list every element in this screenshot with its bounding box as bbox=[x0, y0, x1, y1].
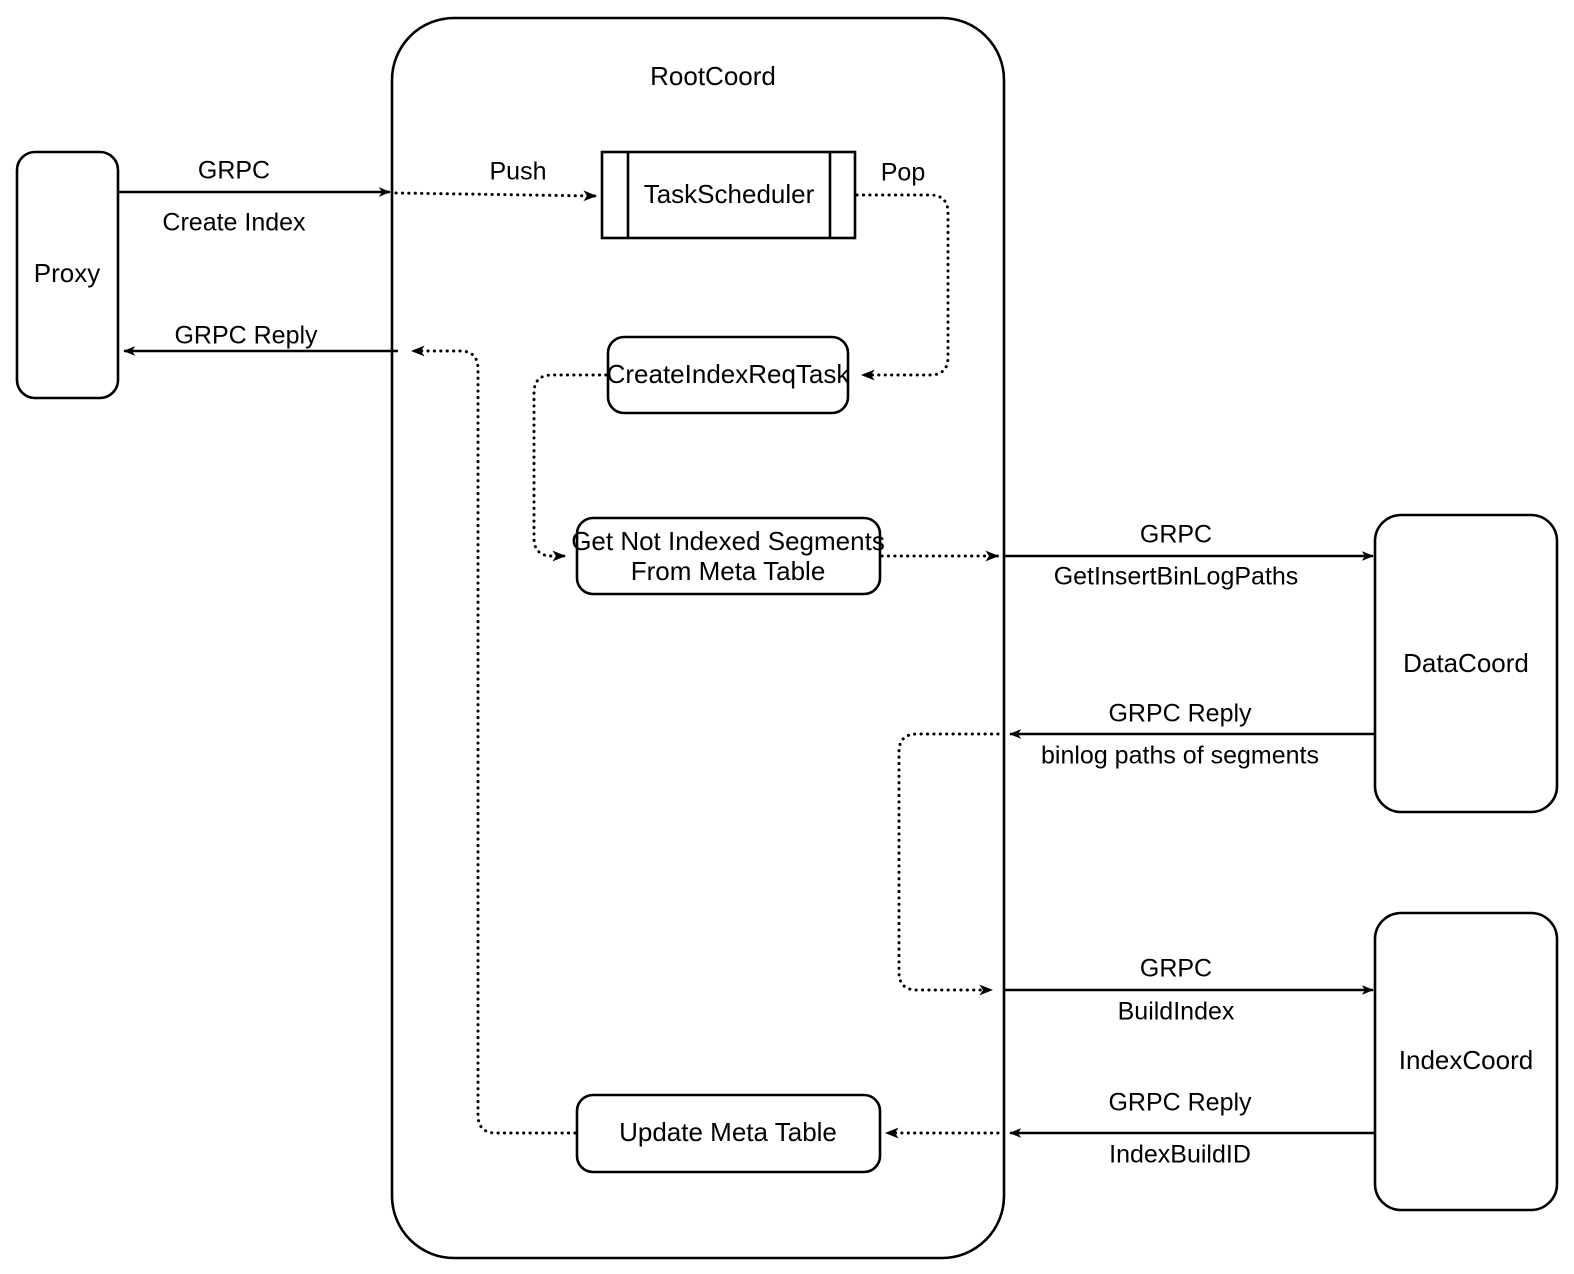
node-update-meta-table[interactable] bbox=[575, 1093, 882, 1174]
edge-update-meta-table-to-grpc-reply bbox=[410, 345, 577, 1135]
node-proxy[interactable] bbox=[15, 150, 120, 400]
edge-pop-label: Pop bbox=[881, 159, 925, 187]
edge-pop-to-create-index-req-task bbox=[855, 193, 950, 381]
edge-datacoord-to-rootcoord-label-bottom: binlog paths of segments bbox=[1041, 742, 1319, 770]
rootcoord-title: RootCoord bbox=[650, 61, 776, 91]
node-get-not-indexed-segments[interactable] bbox=[575, 516, 882, 596]
edge-proxy-to-rootcoord-label-top: GRPC bbox=[198, 157, 270, 185]
node-get-not-indexed-segments-label-line2: From Meta Table bbox=[631, 556, 826, 586]
edge-binlog-reply-to-buildindex-loop bbox=[897, 732, 1000, 996]
edge-indexcoord-to-rootcoord-label-bottom: IndexBuildID bbox=[1109, 1141, 1251, 1169]
node-task-scheduler[interactable] bbox=[600, 150, 857, 240]
edge-create-index-req-task-to-get-segments bbox=[532, 373, 608, 562]
edge-rootcoord-to-indexcoord-label-top: GRPC bbox=[1140, 955, 1212, 983]
node-proxy-label: Proxy bbox=[34, 258, 100, 288]
edge-indexcoord-to-rootcoord-label-top: GRPC Reply bbox=[1108, 1089, 1252, 1117]
node-index-coord[interactable] bbox=[1373, 911, 1559, 1212]
edge-proxy-to-rootcoord-label-bottom: Create Index bbox=[162, 209, 306, 237]
edge-rootcoord-to-datacoord-label-top: GRPC bbox=[1140, 521, 1212, 549]
node-create-index-req-task[interactable] bbox=[606, 335, 850, 415]
node-data-coord[interactable] bbox=[1373, 513, 1559, 814]
node-index-coord-label: IndexCoord bbox=[1399, 1045, 1533, 1075]
edge-push-to-task-scheduler bbox=[394, 190, 598, 202]
node-data-coord-label: DataCoord bbox=[1403, 648, 1529, 678]
edge-datacoord-to-rootcoord-label-top: GRPC Reply bbox=[1108, 700, 1252, 728]
edge-push-label: Push bbox=[490, 158, 547, 186]
node-get-not-indexed-segments-label-line1: Get Not Indexed Segments bbox=[571, 526, 885, 556]
node-update-meta-table-label: Update Meta Table bbox=[619, 1117, 837, 1147]
edge-rootcoord-to-datacoord-label-bottom: GetInsertBinLogPaths bbox=[1054, 563, 1299, 591]
node-task-scheduler-label: TaskScheduler bbox=[644, 179, 815, 209]
edge-rootcoord-to-proxy-label-top: GRPC Reply bbox=[174, 322, 318, 350]
node-create-index-req-task-label: CreateIndexReqTask bbox=[607, 359, 851, 389]
rootcoord-container bbox=[390, 16, 1006, 1260]
edge-rootcoord-to-indexcoord-label-bottom: BuildIndex bbox=[1118, 998, 1235, 1026]
